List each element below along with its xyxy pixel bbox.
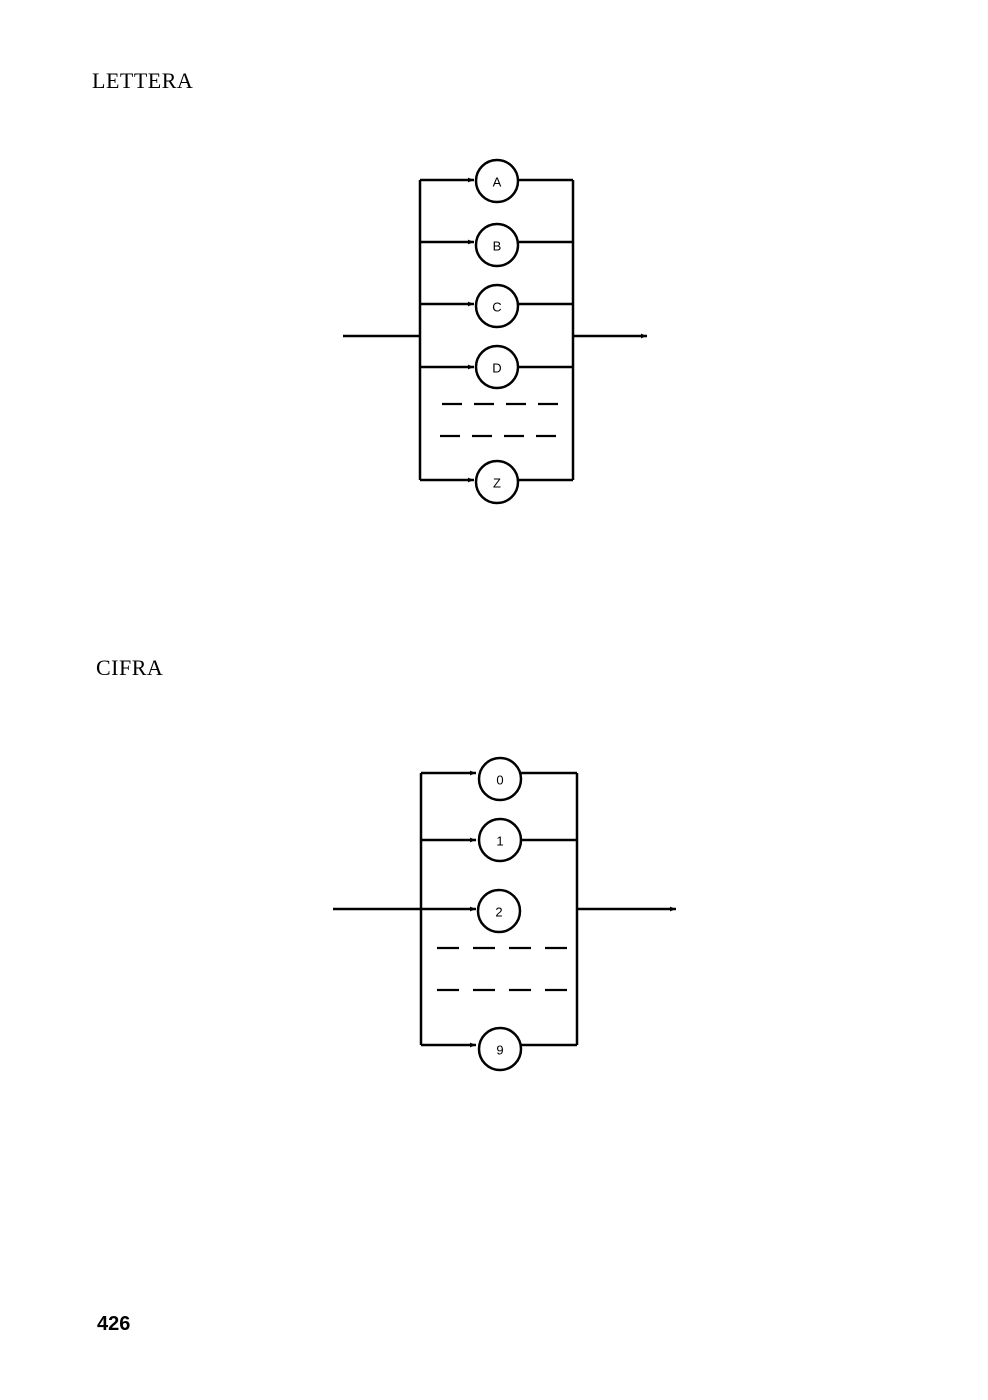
lettera-node-z [474, 459, 520, 505]
cifra-node-label: 9 [496, 1043, 503, 1058]
cifra-node-0 [477, 756, 523, 802]
lettera-node-label: C [492, 300, 501, 315]
cifra-diagram [333, 756, 676, 1072]
cifra-node-9 [477, 1026, 523, 1072]
lettera-node-d [474, 344, 520, 390]
lettera-node-label: A [493, 175, 502, 190]
cifra-node-label: 1 [496, 834, 503, 849]
lettera-diagram [343, 158, 647, 505]
lettera-node-label: D [492, 361, 501, 376]
lettera-node-b [474, 222, 520, 268]
lettera-node-a [474, 158, 520, 204]
page-number: 426 [97, 1313, 131, 1335]
cifra-node-labels: 0 1 2 9 [495, 773, 503, 1058]
lettera-title: LETTERA [92, 68, 194, 93]
lettera-node-c [474, 283, 520, 329]
cifra-node-1 [477, 817, 523, 863]
cifra-title: CIFRA [96, 655, 164, 680]
cifra-node-label: 2 [495, 905, 502, 920]
lettera-node-label: Z [493, 476, 501, 491]
cifra-node-label: 0 [496, 773, 503, 788]
lettera-node-labels: A B C D Z [492, 175, 501, 491]
lettera-node-label: B [493, 239, 502, 254]
cifra-node-2 [476, 888, 522, 934]
